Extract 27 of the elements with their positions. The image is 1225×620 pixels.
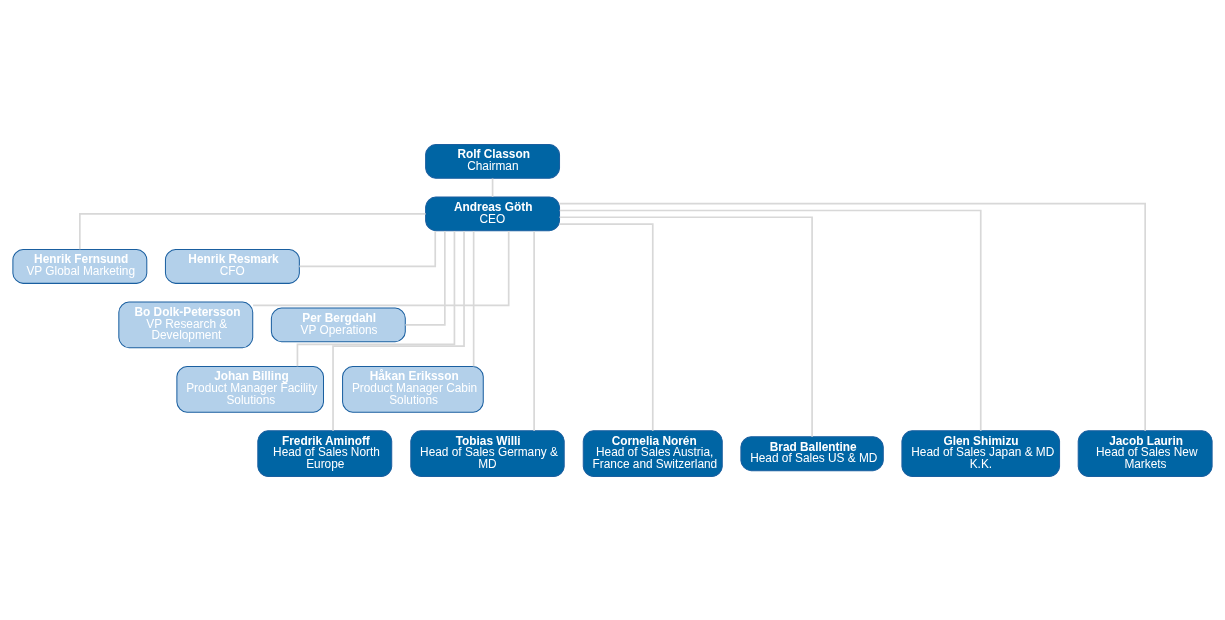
connector [533,229,535,432]
node-box: Rolf Classon Chairman [425,143,561,179]
connector [558,202,1146,431]
connector [491,177,494,198]
connector [472,229,475,367]
connector [558,215,813,438]
node-box: Fredrik Aminoff Head of Sales North Europe [257,429,393,477]
node-box: Henrik Resmark CFO [164,248,300,284]
connector [252,229,510,306]
node-box: Brad Ballentine Head of Sales US & MD [740,435,884,471]
node-box: Bo Dolk-Petersson VP Research & Development [118,301,254,348]
node-box: Henrik Fernsund VP Global Marketing [12,248,148,284]
node-box: Cornelia Norén Head of Sales Austria, France and Switzerland [582,429,723,477]
connector [79,212,427,250]
connector [332,229,465,431]
connector [558,209,982,432]
node-box: Per Bergdahl VP Operations [270,306,406,342]
node-box: Håkan Eriksson Product Manager Cabin Solutions [342,365,484,413]
node-box: Jacob Laurin Head of Sales New Markets [1077,429,1213,477]
connector [404,229,446,326]
node-box: Johan Billing Product Manager Facility Solutions [176,365,324,413]
node-box: Andreas Göth CEO [425,195,561,231]
connector [298,229,437,267]
connector [296,229,456,367]
node-box: Tobias Willi Head of Sales Germany & MD [410,429,565,477]
connector [558,222,654,431]
node-box: Glen Shimizu Head of Sales Japan & MD K.K. [901,429,1061,477]
